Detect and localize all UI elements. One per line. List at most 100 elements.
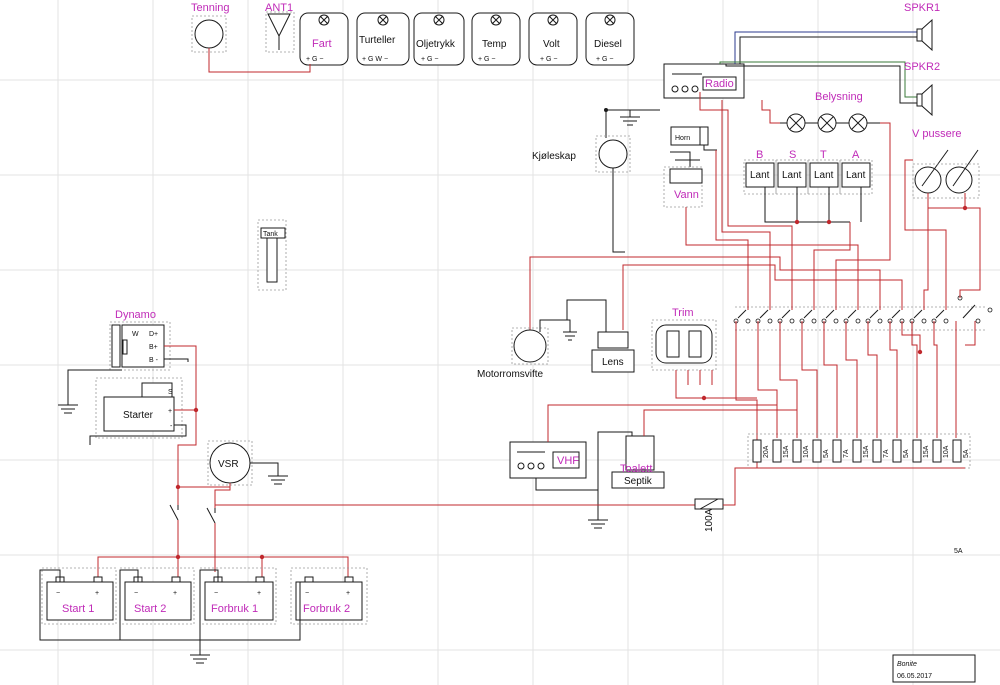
radio-label: Radio [705, 78, 734, 90]
tenning-label: Tenning [191, 2, 230, 14]
ground-radio [604, 108, 660, 138]
fuse-rating-label: 5A [823, 449, 830, 458]
lens-label: Lens [602, 357, 624, 368]
starter-plus: + [168, 408, 172, 415]
title-block: Bonite 06.05.2017 [892, 654, 976, 683]
temp-terminals: + G − [478, 56, 496, 63]
starter: Starter S + - [95, 377, 183, 439]
fuse-rating-label: 5A [903, 449, 910, 458]
septik-label: Septik [624, 476, 653, 487]
battery-forbruk-2: − + Forbruk 2 [290, 567, 368, 625]
fuse-rating-label: 10A [803, 445, 810, 458]
speaker-2: SPKR2 [904, 61, 940, 117]
spkr1-label: SPKR1 [904, 2, 940, 14]
lant-s-label: S [789, 149, 796, 161]
battery-start-1: − + Start 1 [41, 567, 117, 625]
vsr-label: VSR [218, 459, 239, 470]
ant1-label: ANT1 [265, 2, 293, 14]
tenning-switch: Tenning [191, 2, 230, 53]
toalett: Toalett Septik [588, 409, 798, 529]
fuse-rating-label: 10A [943, 445, 950, 458]
start2-label: Start 2 [134, 603, 166, 615]
start1-label: Start 1 [62, 603, 94, 615]
dynamo-label: Dynamo [115, 309, 156, 321]
start2-minus: − [134, 590, 138, 597]
forbruk1-plus: + [257, 590, 261, 597]
temp-label: Temp [482, 39, 507, 50]
forbruk1-minus: − [214, 590, 218, 597]
lant-s-text: Lant [782, 170, 802, 181]
vsr: VSR [207, 440, 288, 486]
fuse-rating-label: 15A [783, 445, 790, 458]
start1-plus: + [95, 590, 99, 597]
fuse-rating-label: 7A [843, 449, 850, 458]
fart-terminals: + G − [306, 56, 324, 63]
toalett-label: Toalett [620, 463, 652, 475]
motorromsvifte: Motorromsvifte [477, 319, 577, 380]
oljetrykk-label: Oljetrykk [416, 39, 456, 50]
dynamo-w: W [132, 331, 139, 338]
spare-fuse-label: 5A [954, 548, 963, 555]
tank: Tank [257, 219, 287, 291]
motorromsvifte-label: Motorromsvifte [477, 369, 544, 380]
gauge-diesel: Diesel + G − [585, 12, 635, 66]
trim-label: Trim [672, 307, 694, 319]
volt-terminals: + G − [540, 56, 558, 63]
volt-label: Volt [543, 39, 560, 50]
battery-forbruk-1: − + Forbruk 1 [199, 567, 277, 625]
oljetrykk-terminals: + G − [421, 56, 439, 63]
lant-a-text: Lant [846, 170, 866, 181]
vhf-label: VHF [557, 455, 579, 467]
vhf-radio: VHF [509, 404, 778, 491]
main-fuse: 100A [694, 498, 724, 532]
spkr2-label: SPKR2 [904, 61, 940, 73]
trim: Trim [651, 307, 757, 399]
antenna: ANT1 [265, 2, 295, 53]
dynamo-bplus: B+ [149, 344, 158, 351]
tank-label: Tank [263, 231, 278, 238]
forbruk2-plus: + [346, 590, 350, 597]
gauge-oljetrykk: Oljetrykk + G − [413, 12, 465, 66]
horn-label: Horn [675, 135, 690, 142]
forbruk2-minus: − [305, 590, 309, 597]
fart-label: Fart [312, 38, 332, 50]
gauge-volt: Volt + G − [528, 12, 578, 66]
dynamo-bminus: B - [149, 357, 159, 364]
lens-pump: Lens [566, 299, 635, 373]
gauge-temp: Temp + G − [471, 12, 521, 66]
radio: Radio [663, 63, 745, 99]
fuse-rating-label: 15A [863, 445, 870, 458]
turteller-terminals: + G W − [362, 56, 388, 63]
fuse-rating-label: 7A [883, 449, 890, 458]
forbruk2-label: Forbruk 2 [303, 603, 350, 615]
diesel-label: Diesel [594, 39, 622, 50]
lant-b-label: B [756, 149, 763, 161]
start2-plus: + [173, 590, 177, 597]
gauge-fart: Fart + G − [299, 12, 349, 66]
kjoleskap-label: Kjøleskap [532, 151, 576, 162]
speaker-1: SPKR1 [904, 2, 940, 52]
dynamo: Dynamo W D+ B+ B - [109, 309, 171, 371]
lant-t-text: Lant [814, 170, 834, 181]
starter-s: S [168, 389, 173, 396]
starter-minus: - [170, 423, 173, 430]
v-pussere-label: V pussere [912, 128, 962, 140]
main-fuse-label: 100A [704, 508, 715, 532]
diesel-terminals: + G − [596, 56, 614, 63]
vann-pump: Vann [663, 151, 703, 208]
horn: Horn [670, 126, 717, 151]
start1-minus: − [56, 590, 60, 597]
fuse-rating-label: 5A [963, 449, 970, 458]
starter-label: Starter [123, 410, 154, 421]
fuse-rating-label: 20A [763, 445, 770, 458]
footer-date: 06.05.2017 [897, 673, 932, 680]
lant-b-text: Lant [750, 170, 770, 181]
gauge-turteller: Turteller + G W − [356, 12, 410, 66]
wipers: V pussere [912, 128, 980, 209]
lant-a-label: A [852, 149, 860, 161]
lant-t-label: T [820, 149, 827, 161]
lanterns: Lant Lant Lant Lant B S T A [743, 149, 873, 223]
belysning-label: Belysning [815, 91, 863, 103]
belysning-lamps: Belysning [780, 91, 880, 133]
